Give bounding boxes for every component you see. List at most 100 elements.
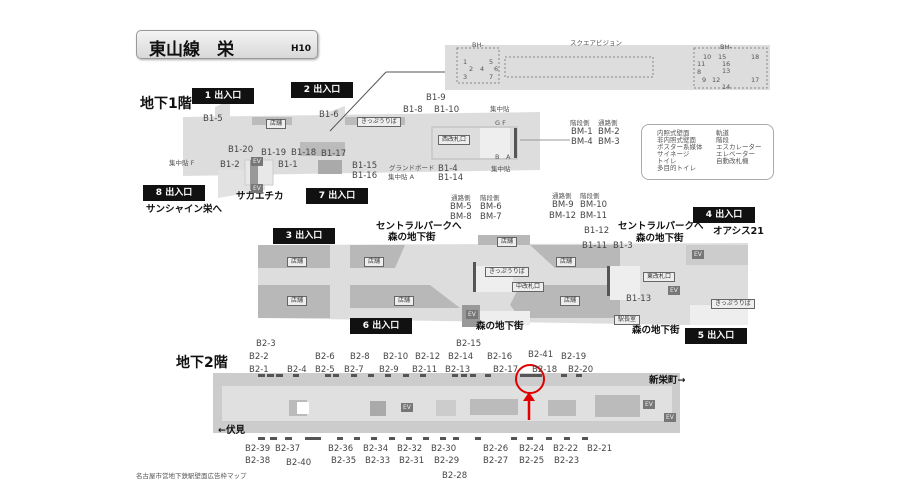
bh-num: 16: [722, 60, 731, 68]
label-ba: B A: [495, 153, 511, 161]
ad-b2-26: B2-26: [483, 444, 509, 454]
ad-b2-6: B2-6: [315, 352, 335, 362]
ticket-office-label: きっぷうりば: [485, 267, 529, 277]
ad-bm-5: BM-5: [450, 202, 472, 212]
ad-b2-10: B2-10: [383, 352, 409, 362]
exit-5: 5 出入口: [685, 328, 747, 344]
direction-shinsakaemachi: 新栄町→: [649, 375, 686, 386]
bm-passage-header: 通路側: [598, 119, 618, 127]
bh-num: 4: [480, 65, 485, 73]
elevator-label: EV: [664, 413, 676, 422]
ad-bm-9: BM-9: [552, 200, 574, 210]
ticket-office-label: きっぷうりば: [357, 117, 401, 127]
ticket-office-label: きっぷうりば: [711, 299, 755, 309]
bh-num: 15: [718, 53, 727, 61]
ad-bm-6: BM-6: [480, 202, 502, 212]
ad-b2-8: B2-8: [350, 352, 370, 362]
ad-bm-2: BM-2: [598, 127, 620, 137]
ad-b1-5: B1-5: [203, 114, 223, 124]
legend-item: 非内照式壁面: [657, 136, 696, 144]
square-vision-label: スクエアビジョン: [570, 39, 622, 47]
bh-num: 7: [489, 73, 494, 81]
legend-item: 階段: [716, 136, 729, 144]
bh-num: 5: [489, 58, 494, 66]
legend-item: 軌道: [716, 129, 729, 137]
ad-b2-4: B2-4: [287, 365, 307, 375]
label-shuchu-a: 集中貼 A: [388, 173, 415, 181]
ad-b2-34: B2-34: [363, 444, 389, 454]
bh-num: 8: [697, 68, 702, 76]
place-oasis21: オアシス21: [713, 226, 764, 237]
exit-7: 7 出入口: [306, 188, 368, 204]
ad-b2-23: B2-23: [554, 456, 580, 466]
ad-b1-16: B1-16: [352, 171, 378, 181]
shop-label: 店舗: [287, 257, 308, 267]
exit-6: 6 出入口: [350, 318, 412, 334]
ad-bm-10: BM-10: [580, 200, 608, 210]
ad-b2-36: B2-36: [328, 444, 354, 454]
bh-num: 1: [463, 58, 468, 66]
bh-num: 2: [469, 65, 474, 73]
shop-label: 店舗: [364, 257, 385, 267]
exit-2: 2 出入口: [291, 82, 353, 98]
place-central-park: セントラルパークへ: [618, 221, 704, 232]
bh-num: 12: [712, 76, 721, 84]
ad-b1-11: B1-11: [582, 241, 608, 251]
elevator-label: EV: [251, 157, 263, 166]
ad-b1-14: B1-14: [438, 173, 464, 183]
elevator-label: EV: [251, 184, 263, 193]
bh-num: 18: [751, 53, 760, 61]
ad-b2-16: B2-16: [487, 352, 513, 362]
station-name: 東山線 栄: [149, 40, 234, 60]
bm-stairs-header: 階段側: [570, 119, 590, 127]
ad-b1-19: B1-19: [261, 148, 287, 158]
elevator-label: EV: [466, 310, 478, 319]
ad-b2-18: B2-18: [532, 365, 558, 375]
ad-b2-28: B2-28: [442, 471, 468, 481]
ad-b2-13: B2-13: [445, 365, 471, 375]
ad-b1-3: B1-3: [613, 241, 633, 251]
ad-b1-6: B1-6: [319, 110, 339, 120]
bh-num: 3: [463, 73, 468, 81]
ad-b2-39: B2-39: [245, 444, 271, 454]
ad-bm-8: BM-8: [450, 212, 472, 222]
ad-b2-1: B2-1: [249, 365, 269, 375]
footer-caption: 名古屋市営地下鉄駅壁面広告枠マップ: [136, 472, 247, 480]
ad-b2-31: B2-31: [399, 456, 425, 466]
ad-b2-9: B2-9: [379, 365, 399, 375]
place-central-park: セントラルパークへ: [376, 221, 462, 232]
legend-item: トイレ: [657, 157, 677, 165]
ad-b2-38: B2-38: [245, 456, 271, 466]
ad-b1-13: B1-13: [626, 294, 652, 304]
ad-b1-17: B1-17: [321, 149, 347, 159]
ad-b2-5: B2-5: [315, 365, 335, 375]
elevator-label: EV: [668, 286, 680, 295]
bh-num: 14: [722, 83, 731, 91]
ad-b2-19: B2-19: [561, 352, 587, 362]
ad-b2-20: B2-20: [568, 365, 594, 375]
exit-8: 8 出入口: [143, 185, 205, 201]
label-shuchu-ba: 集中貼: [491, 165, 511, 173]
ad-b2-12: B2-12: [415, 352, 441, 362]
ad-b2-14: B2-14: [448, 352, 474, 362]
ad-b2-3: B2-3: [256, 339, 276, 349]
ad-b1-10: B1-10: [434, 105, 460, 115]
elevator-label: EV: [692, 250, 704, 259]
legend-item: ポスター系媒体: [657, 143, 703, 151]
bh-num: 17: [751, 76, 760, 84]
place-mori: 森の地下街: [476, 321, 524, 332]
ad-b1-12: B1-12: [584, 226, 610, 236]
bh-label: BH-: [472, 41, 484, 49]
ad-b2-29: B2-29: [434, 456, 460, 466]
ad-b2-24: B2-24: [519, 444, 545, 454]
ad-b1-1: B1-1: [278, 160, 298, 170]
elevator-label: EV: [401, 403, 413, 412]
label-gf: G F: [495, 119, 506, 127]
ad-bm-3: BM-3: [598, 137, 620, 147]
ad-b2-37: B2-37: [275, 444, 301, 454]
bh-num: 6: [494, 65, 499, 73]
ad-b2-25: B2-25: [519, 456, 545, 466]
shop-label: 店舗: [556, 257, 577, 267]
bh-num: 10: [703, 53, 712, 61]
